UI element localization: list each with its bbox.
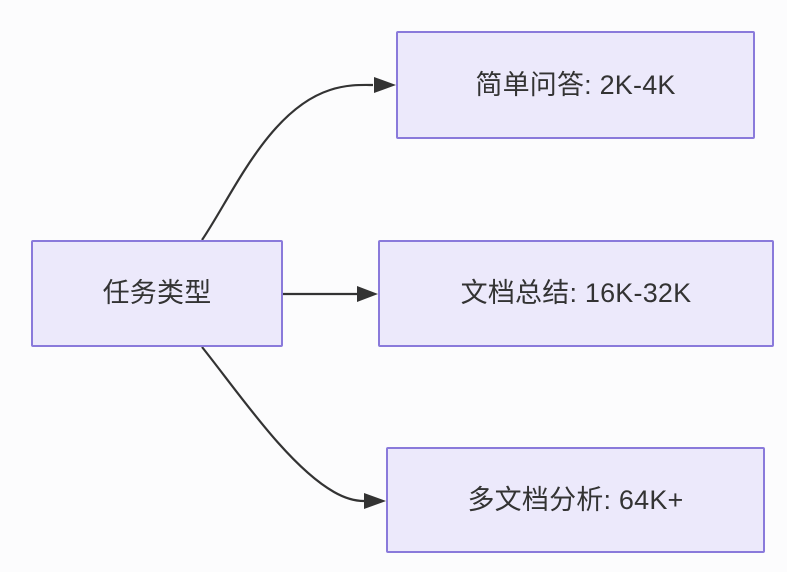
node-doc-summary[interactable]: 文档总结: 16K-32K (378, 240, 774, 347)
arrowhead-multi-doc (364, 493, 386, 509)
arrowhead-doc-summary (357, 286, 378, 302)
node-simple-qa[interactable]: 简单问答: 2K-4K (396, 31, 755, 139)
node-task-type-label: 任务类型 (102, 278, 212, 309)
node-multi-doc[interactable]: 多文档分析: 64K+ (386, 447, 765, 553)
node-doc-summary-label: 文档总结: 16K-32K (460, 278, 692, 309)
edge-task-type-to-multi-doc (201, 346, 386, 509)
edge-task-type-to-simple-qa (201, 77, 396, 241)
node-multi-doc-label: 多文档分析: 64K+ (467, 484, 684, 515)
edge-task-type-to-doc-summary (283, 286, 378, 302)
node-task-type[interactable]: 任务类型 (31, 240, 283, 347)
node-simple-qa-label: 简单问答: 2K-4K (475, 69, 676, 100)
arrowhead-simple-qa (374, 77, 396, 93)
